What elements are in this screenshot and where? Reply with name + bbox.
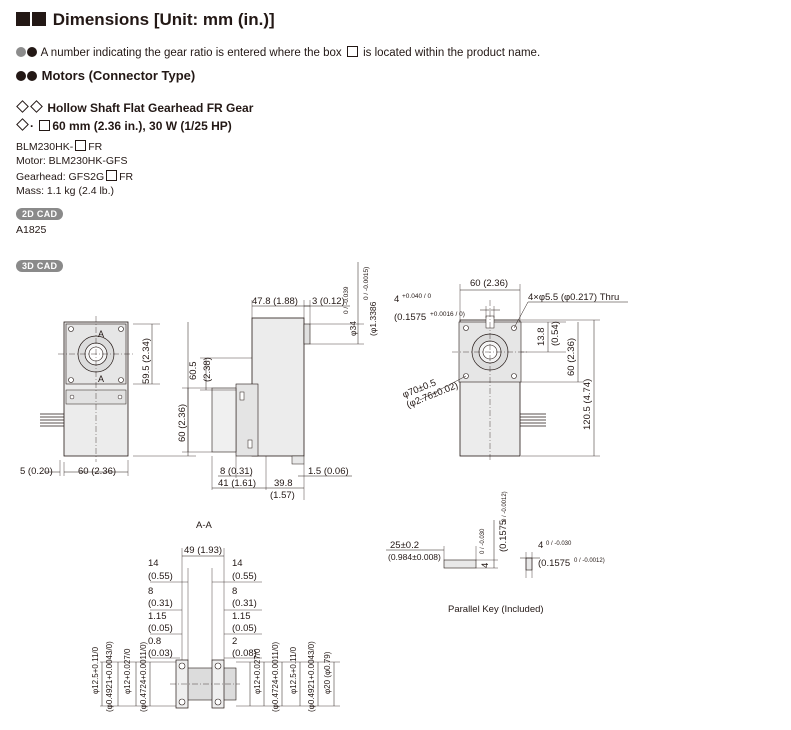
dim-aa-l-0-31: (0.31) [148,598,173,609]
parallel-key-view: 25±0.2 (0.984±0.008) 4 0 / -0.030 (0.157… [386,491,605,615]
dim-key-h-4-tol: 0 / -0.030 [480,528,486,554]
dim-aa-r-1-15: 1.15 [232,611,251,622]
box-icon [39,120,51,131]
bullet-icon [27,47,37,57]
parallel-key-caption: Parallel Key (Included) [448,604,544,615]
dim-side-phi1-3386: (φ1.3386 [368,301,378,336]
dim-end-0-1575: (0.1575 [394,312,426,323]
box-icon [346,46,358,57]
dim-side-2-38: (2.38) [202,357,213,382]
bullet-icon [27,71,37,81]
dim-aa-v5: φ12+0.027/0 [253,648,262,694]
dim-front-60-width: 60 (2.36) [78,466,116,477]
page-title: Dimensions [Unit: mm (in.)] [16,10,275,30]
dim-side-phi34: φ34 [348,321,358,336]
dim-key-25: 25±0.2 [390,540,419,551]
motor-name: Motor: BLM230HK-GFS [16,155,128,167]
cad-3d-badge[interactable]: 3D CAD [16,256,64,274]
dim-aa-l-0-55: (0.55) [148,571,173,582]
cad-2d-badge[interactable]: 2D CAD [16,204,64,222]
cad-2d-code: A1825 [16,224,47,236]
dim-aa-l-0-05: (0.05) [148,623,173,634]
dim-side-1-57: (1.57) [270,490,295,501]
dim-key-h-4: 4 [480,563,491,568]
dim-side-41: 41 (1.61) [218,478,256,489]
section-mark-a: A [98,329,104,339]
end-view: 60 (2.36) 4 +0.040 / 0 (0.1575 +0.0016 /… [394,278,628,462]
dim-aa-l-0-03: (0.03) [148,648,173,659]
dim-side-1-5: 1.5 (0.06) [308,466,349,477]
subsection-heading: Hollow Shaft Flat Gearhead FR Gear [16,100,253,115]
dim-side-8: 8 (0.31) [220,466,253,477]
dim-aa-r-0-31: (0.31) [232,598,257,609]
dim-end-mounting-holes: 4×φ5.5 (φ0.217) Thru [528,292,619,303]
dim-aa-l-14: 14 [148,558,159,569]
dim-aa-r-0-08: (0.08) [232,648,257,659]
dim-aa-l-1-15: 1.15 [148,611,167,622]
dim-aa-l-8: 8 [148,586,153,597]
dim-aa-v9: φ20 (φ0.79) [323,651,332,694]
dim-aa-r-0-05: (0.05) [232,623,257,634]
dim-aa-49: 49 (1.93) [184,545,222,556]
section-aa-label: A-A [196,520,213,531]
dim-side-47-8: 47.8 (1.88) [252,296,298,307]
dim-side-phi1-3386-tol: 0 / -0.0015) [363,267,370,300]
dim-front-5: 5 (0.20) [20,466,53,477]
dim-side-60-5: 60.5 [188,362,199,381]
section-mark-a: A [98,374,104,384]
dim-end-0-54: (0.54) [550,321,561,346]
box-icon [106,170,118,181]
dim-aa-r-14: 14 [232,558,243,569]
dim-end-4: 4 [394,294,399,305]
dim-side-phi34-tol: 0 / -0.039 [343,286,350,314]
dim-key-h-0-1575: (0.1575 [498,520,509,552]
dim-key-0-984: (0.984±0.008) [388,552,441,562]
mass: Mass: 1.1 kg (2.4 lb.) [16,185,115,197]
dim-end-0-1575-tol: +0.0016 / 0) [430,311,465,318]
dim-end-4-tol: +0.040 / 0 [402,293,431,300]
dim-end-60-height: 60 (2.36) [566,338,577,376]
dim-side-39-8: 39.8 [274,478,293,489]
dim-key-h-0-1575-tol: 0 / -0.0012) [502,491,508,522]
size-spec: · 60 mm (2.36 in.), 30 W (1/25 HP) [16,118,232,133]
dim-front-59-5: 59.5 (2.34) [141,338,152,384]
dim-end-13-8: 13.8 [536,328,547,347]
dim-aa-r-0-55: (0.55) [232,571,257,582]
dim-key-w-4-tol: 0 / -0.030 [546,541,572,547]
section-heading: Motors (Connector Type) [16,68,195,83]
dim-aa-v7: φ12.5+0.11/0 [289,646,298,694]
dim-aa-v3: φ12+0.027/0 [123,648,132,694]
product-name: BLM230HK-FR [16,140,103,153]
dim-aa-v6: (φ0.4724+0.0011/0) [271,641,280,712]
dim-end-120-5: 120.5 (4.74) [582,379,593,430]
dim-end-60: 60 (2.36) [470,278,508,289]
dim-aa-r-2: 2 [232,636,237,647]
dim-side-3: 3 (0.12) [312,296,345,307]
square-icon [32,12,46,26]
dim-aa-v1: φ12.5+0.11/0 [91,646,100,694]
dim-aa-v2: (φ0.4921+0.0043/0) [105,641,114,712]
box-icon [75,140,87,151]
front-view: A A 59.5 (2.34) 60 (2.36) 5 (0.20) 60 (2… [20,316,196,477]
dim-aa-l-0-8: 0.8 [148,636,161,647]
bullet-icon [16,71,26,81]
section-aa-view: A-A 49 (1.9 [91,520,340,712]
dim-key-w-0-1575-tol: 0 / -0.0012) [574,558,605,564]
dim-aa-v8: (φ0.4921+0.0043/0) [307,641,316,712]
gear-ratio-note: A number indicating the gear ratio is en… [16,46,540,59]
dim-aa-r-8: 8 [232,586,237,597]
dim-aa-v4: (φ0.4724+0.0011/0) [139,641,148,712]
dim-key-w-0-1575: (0.1575 [538,558,570,569]
dim-key-w-4: 4 [538,540,543,551]
dim-front-60-height: 60 (2.36) [177,404,188,442]
bullet-icon [16,47,26,57]
square-icon [16,12,30,26]
side-view: 47.8 (1.88) 3 (0.12) φ34 0 / -0.039 (φ1.… [182,262,378,501]
